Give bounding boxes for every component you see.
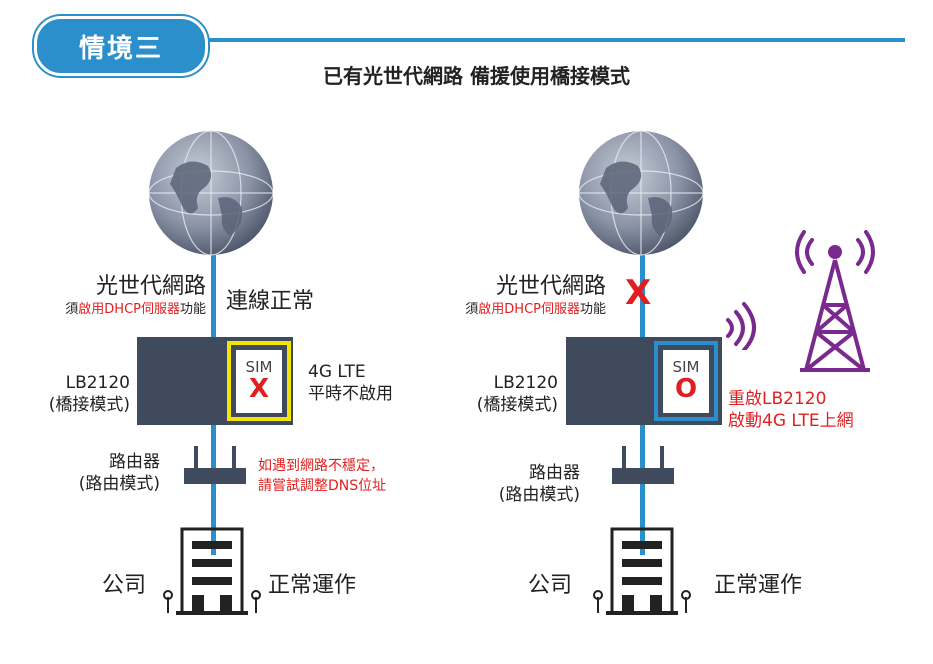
left-connection-status: 連線正常	[226, 289, 315, 314]
router-icon	[612, 446, 674, 484]
scenario-badge: 情境三	[34, 16, 208, 76]
left-router-mode: (路由模式)	[78, 474, 160, 494]
right-restart-line1: 重啟LB2120	[728, 389, 827, 409]
header-rule	[195, 38, 905, 42]
left-warning-line1: 如遇到網路不穩定，	[258, 458, 384, 474]
router-icon	[184, 446, 246, 484]
wireless-signal-icon	[726, 302, 756, 350]
cell-tower-icon	[795, 230, 875, 372]
right-wire-fiber	[640, 250, 645, 340]
right-restart-line2: 啟動4G LTE上網	[728, 411, 854, 431]
globe-icon	[148, 130, 274, 256]
left-fiber-note: 須啟用DHCP伺服器功能	[65, 302, 206, 317]
right-device-name: LB2120	[493, 373, 558, 393]
left-wire-fiber	[211, 250, 216, 340]
left-device-mode: (橋接模式)	[48, 395, 130, 415]
right-sim-mark: O	[674, 374, 698, 404]
left-device-name: LB2120	[65, 373, 130, 393]
right-fiber-label: 光世代網路	[495, 274, 606, 299]
right-sim-label: SIM	[672, 358, 700, 376]
page-subtitle: 已有光世代網路 備援使用橋接模式	[323, 64, 630, 88]
left-router-name: 路由器	[109, 452, 160, 472]
right-company-status: 正常運作	[714, 573, 803, 598]
globe-icon	[578, 130, 704, 256]
right-wire-router	[640, 425, 645, 555]
left-company-status: 正常運作	[268, 573, 357, 598]
left-lte-line2: 平時不啟用	[308, 384, 393, 404]
right-router-mode: (路由模式)	[498, 485, 580, 505]
right-fiber-fail-mark: X	[625, 273, 652, 313]
right-fiber-note: 須啟用DHCP伺服器功能	[465, 302, 606, 317]
left-sim-mark: X	[248, 374, 270, 404]
right-router-name: 路由器	[529, 463, 580, 483]
sim-card-icon: SIM X	[236, 350, 282, 413]
left-company-label: 公司	[102, 573, 147, 598]
left-fiber-label: 光世代網路	[95, 274, 206, 299]
right-device-mode: (橋接模式)	[476, 395, 558, 415]
building-icon	[163, 527, 261, 615]
left-warning-line2: 請嘗試調整DNS位址	[258, 478, 387, 494]
sim-card-icon: SIM O	[663, 350, 709, 413]
building-icon	[593, 527, 691, 615]
left-lte-line1: 4G LTE	[308, 362, 366, 382]
left-sim-label: SIM	[245, 358, 273, 376]
left-wire-router	[211, 425, 216, 555]
right-company-label: 公司	[528, 573, 573, 598]
